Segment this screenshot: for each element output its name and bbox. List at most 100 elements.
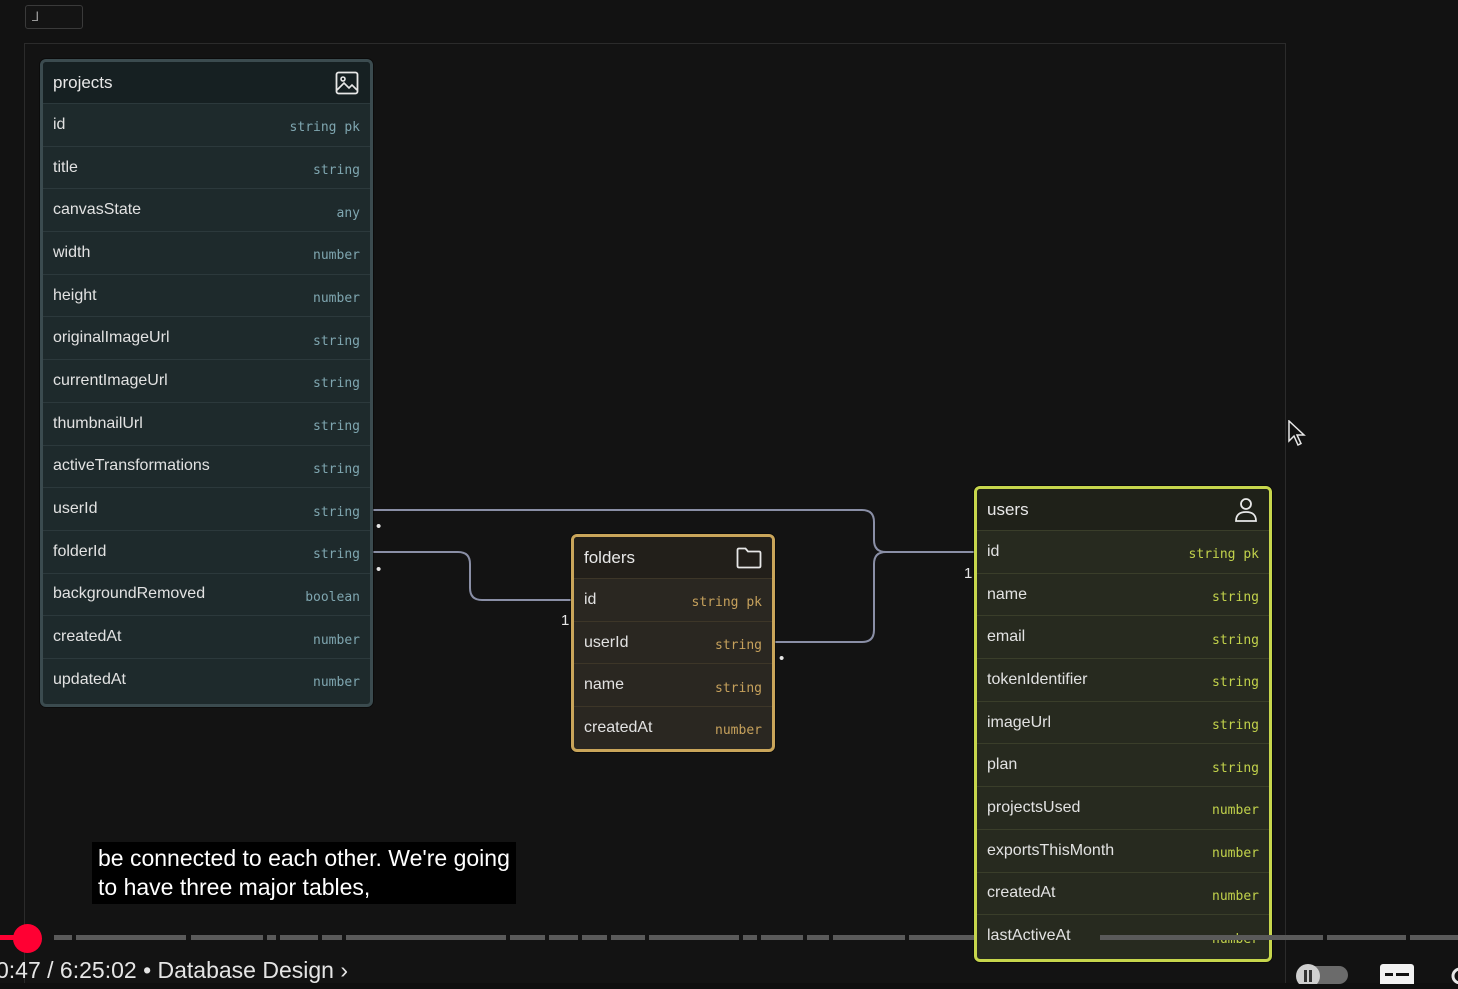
field-row[interactable]: folderId string: [43, 529, 370, 573]
field-type: string: [313, 547, 360, 563]
caption-line: be connected to each other. We're going: [98, 845, 510, 871]
field-row[interactable]: imageUrl string: [977, 700, 1269, 744]
field-type: string: [1212, 718, 1259, 734]
field-name: userId: [584, 633, 629, 651]
image-icon: [334, 70, 360, 96]
mouse-cursor-icon: [1288, 420, 1306, 447]
table-title: users: [987, 499, 1029, 519]
field-row[interactable]: createdAt number: [574, 706, 772, 749]
user-icon: [1233, 497, 1259, 523]
field-name: id: [987, 542, 1000, 560]
field-row[interactable]: activeTransformations string: [43, 444, 370, 488]
field-type: any: [336, 205, 360, 221]
field-type: number: [1212, 888, 1259, 904]
field-type: string: [1212, 675, 1259, 691]
edge-projects-folderid-folders-id: [370, 551, 573, 601]
field-type: string: [1212, 590, 1259, 606]
field-row[interactable]: plan string: [977, 743, 1269, 786]
field-row[interactable]: thumbnailUrl string: [43, 401, 370, 445]
collapse-icon: ⅃: [32, 9, 40, 25]
autoplay-toggle[interactable]: [1296, 962, 1350, 989]
field-type: string: [1212, 632, 1259, 648]
field-type: number: [715, 723, 762, 739]
field-type: boolean: [305, 589, 360, 605]
many-marker: •: [376, 518, 382, 535]
table-header: projects: [43, 62, 370, 103]
field-name: plan: [987, 756, 1018, 774]
field-name: createdAt: [584, 718, 653, 736]
table-header: folders: [574, 537, 772, 578]
field-type: string pk: [1188, 547, 1259, 563]
field-type: string: [313, 419, 360, 435]
field-type: string: [1212, 760, 1259, 776]
table-header: users: [977, 489, 1269, 530]
one-marker: 1: [964, 565, 973, 582]
field-row[interactable]: tokenIdentifier string: [977, 658, 1269, 701]
field-name: backgroundRemoved: [53, 585, 206, 603]
field-type: string: [313, 504, 360, 520]
progress-scrubber[interactable]: [13, 924, 42, 953]
field-type: string: [715, 680, 762, 696]
field-row[interactable]: height number: [43, 273, 370, 317]
edge-folders-userid-users-id: [774, 551, 976, 643]
field-name: width: [53, 243, 91, 261]
field-name: currentImageUrl: [53, 371, 168, 389]
field-name: folderId: [53, 542, 107, 560]
field-name: id: [584, 590, 597, 608]
field-type: number: [313, 632, 360, 648]
caption-line: to have three major tables,: [98, 874, 371, 900]
field-name: activeTransformations: [53, 457, 210, 475]
table-title: folders: [584, 547, 636, 567]
field-type: string: [313, 163, 360, 179]
field-type: number: [313, 675, 360, 691]
field-name: height: [53, 286, 97, 304]
table-title: projects: [53, 72, 113, 92]
chapter-button[interactable]: • Database Design ›: [143, 957, 349, 983]
field-name: title: [53, 158, 78, 176]
field-name: name: [987, 585, 1028, 603]
edge-projects-userid-users-id: [370, 509, 976, 553]
field-name: imageUrl: [987, 713, 1052, 731]
field-name: projectsUsed: [987, 798, 1081, 816]
field-row[interactable]: id string pk: [977, 530, 1269, 573]
field-row[interactable]: width number: [43, 231, 370, 274]
field-name: tokenIdentifier: [987, 670, 1088, 688]
field-type: string: [313, 461, 360, 477]
collapse-toggle-button[interactable]: ⅃: [25, 5, 83, 29]
field-row[interactable]: name string: [977, 572, 1269, 616]
field-name: thumbnailUrl: [53, 414, 143, 432]
field-row[interactable]: title string: [43, 145, 370, 189]
field-type: number: [313, 248, 360, 264]
progress-bar[interactable]: [0, 933, 1458, 941]
field-name: canvasState: [53, 201, 142, 219]
field-row[interactable]: id string pk: [43, 103, 370, 146]
folder-icon: [736, 545, 762, 571]
one-marker: 1: [561, 612, 570, 629]
field-row[interactable]: canvasState any: [43, 188, 370, 231]
field-name: id: [53, 115, 66, 133]
field-row[interactable]: backgroundRemoved boolean: [43, 572, 370, 616]
settings-gear-icon[interactable]: [1450, 964, 1458, 989]
subtitles-button[interactable]: [1379, 962, 1415, 989]
field-type: number: [313, 291, 360, 307]
field-name: lastActiveAt: [987, 927, 1071, 945]
field-type: string pk: [289, 120, 360, 136]
time-display: 0:47 / 6:25:02 • Database Design ›: [0, 957, 348, 984]
table-projects[interactable]: projects id string pk title string canvasSta…: [40, 59, 373, 707]
